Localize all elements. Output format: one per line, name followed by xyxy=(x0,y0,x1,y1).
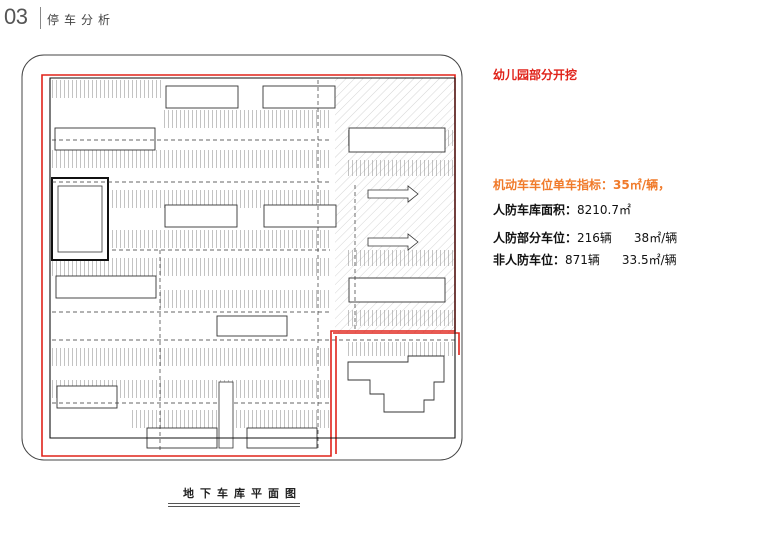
stat-label: 非人防车位： xyxy=(493,253,566,267)
excavation-outline xyxy=(41,74,460,457)
stat-row-non-civil-defense: 非人防车位：871辆 33.5㎡/辆 xyxy=(493,251,677,268)
ramp-arrows xyxy=(367,185,419,251)
caption-underline xyxy=(168,503,300,504)
stat-value: 871辆 xyxy=(565,253,600,267)
plan-caption: 地下车库平面图 xyxy=(183,487,302,500)
section-number: 03 xyxy=(4,4,28,29)
stat-extra: 33.5㎡/辆 xyxy=(621,253,677,267)
section-title: 停车分析 xyxy=(47,13,116,27)
stat-label: 人防车库面积： xyxy=(493,203,578,217)
site-boundary xyxy=(21,54,463,461)
header-divider xyxy=(40,7,41,29)
stat-row-area: 人防车库面积：8210.7㎡ xyxy=(493,201,631,218)
caption-underline-2 xyxy=(168,506,300,507)
parking-index-heading: 机动车车位单车指标：35㎡/辆， xyxy=(493,178,671,192)
stat-value: 216辆 xyxy=(577,231,612,245)
stat-row-civil-defense: 人防部分车位：216辆 38㎡/辆 xyxy=(493,229,677,246)
kindergarten-excavation-note: 幼儿园部分开挖 xyxy=(493,68,578,82)
stat-label: 人防部分车位： xyxy=(493,231,578,245)
stat-value: 8210.7㎡ xyxy=(577,203,632,217)
drive-aisles xyxy=(52,80,455,450)
kindergarten-block xyxy=(51,177,109,261)
parking-stall-rows xyxy=(52,80,453,428)
stat-extra: 38㎡/辆 xyxy=(633,231,678,245)
